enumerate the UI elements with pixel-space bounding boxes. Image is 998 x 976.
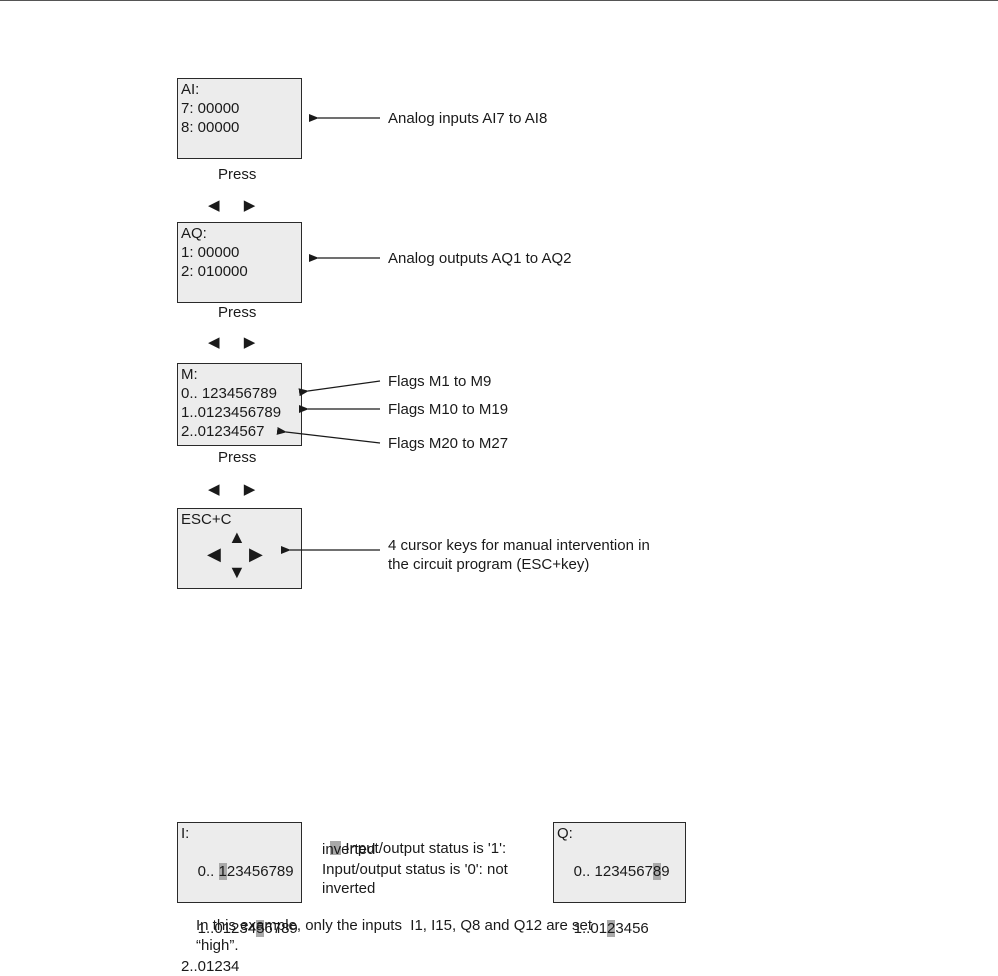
- legend-line2: inverted: [322, 841, 376, 858]
- up-arrow-icon: ▲: [228, 527, 246, 547]
- flags-screen-line: 0.. 123456789: [181, 385, 277, 402]
- legend-line1: Input/output status is '1':: [322, 820, 506, 858]
- highlight-swatch: [330, 841, 342, 855]
- cursor-label-line2: the circuit program (ESC+key): [388, 556, 590, 573]
- inputs-screen-line: 0.. 123456789: [181, 843, 301, 900]
- cursor-label-line1: 4 cursor keys for manual intervention in: [388, 537, 650, 554]
- press-text: Press: [218, 449, 257, 466]
- inputs-screen-line: 1..0123456789: [181, 900, 301, 957]
- outputs-screen-title: Q:: [557, 825, 573, 842]
- left-right-keys: ◀ ▶: [208, 334, 266, 351]
- aq-screen-line: 1: 00000: [181, 244, 240, 261]
- press-text: Press: [218, 166, 257, 183]
- outputs-line0-highlight: 8: [652, 863, 662, 880]
- flags-m20-label: Flags M20 to M27: [388, 435, 509, 452]
- aq-screen: AQ: 1: 00000 2: 010000: [177, 222, 302, 303]
- ai-screen-title: AI:: [181, 81, 200, 98]
- flags-m1-label: Flags M1 to M9: [388, 373, 492, 390]
- outputs-screen-line: 1..0123456: [557, 900, 685, 957]
- ai-screen-line: 7: 00000: [181, 100, 240, 117]
- aq-screen-line: 2: 010000: [181, 263, 248, 280]
- outputs-line1-highlight: 2: [607, 920, 616, 937]
- inputs-line1-post: 6789: [264, 920, 298, 937]
- outputs-screen-line: 0.. 123456789: [557, 843, 685, 900]
- inputs-line0-post: 23456789: [226, 863, 294, 880]
- flags-screen-line: 1..0123456789: [181, 404, 282, 421]
- inputs-line1-highlight: 5: [256, 920, 265, 937]
- outputs-line1-post: 3456: [615, 920, 649, 937]
- ai-screen: AI: 7: 00000 8: 00000: [177, 78, 302, 159]
- down-arrow-icon: ▼: [228, 562, 246, 582]
- inputs-screen-title: I:: [181, 825, 190, 842]
- caption-line2: “high”.: [196, 937, 239, 954]
- top-rule: [0, 0, 998, 1]
- m20-arrow: [276, 426, 381, 444]
- ai-label: Analog inputs AI7 to AI8: [388, 110, 548, 127]
- legend-line3: Input/output status is '0': not: [322, 861, 508, 878]
- inputs-line0-highlight: 1: [218, 863, 227, 880]
- ai-screen-line: 8: 00000: [181, 119, 240, 136]
- outputs-line0-post: 9: [661, 863, 670, 880]
- inputs-screen: I: 0.. 123456789 1..0123456789 2..01234: [177, 822, 302, 975]
- left-right-keys: ◀ ▶: [208, 197, 266, 214]
- right-arrow-icon: ▶: [249, 544, 263, 564]
- inputs-line1-pre: 1..01234: [197, 920, 257, 937]
- left-right-keys: ◀ ▶: [208, 481, 266, 498]
- aq-label: Analog outputs AQ1 to AQ2: [388, 250, 572, 267]
- left-arrow-icon: ◀: [207, 544, 221, 564]
- inputs-screen-line: 2..01234: [181, 958, 240, 975]
- aq-screen-title: AQ:: [181, 225, 207, 242]
- flags-m10-label: Flags M10 to M19: [388, 401, 509, 418]
- outputs-line1-pre: 1..01: [573, 920, 608, 937]
- legend-line4: inverted: [322, 880, 376, 897]
- caption-line1: In this example, only the inputs I1, I15…: [196, 917, 593, 934]
- outputs-line0-pre: 0.. 1234567: [573, 863, 653, 880]
- flags-screen-line: 2..01234567: [181, 423, 265, 440]
- flags-screen-title: M:: [181, 366, 198, 383]
- cursor-screen-title: ESC+C: [181, 511, 232, 528]
- m1-arrow: [298, 380, 381, 397]
- press-text: Press: [218, 304, 257, 321]
- inputs-line0-pre: 0..: [197, 863, 219, 880]
- outputs-screen: Q: 0.. 123456789 1..0123456: [553, 822, 686, 937]
